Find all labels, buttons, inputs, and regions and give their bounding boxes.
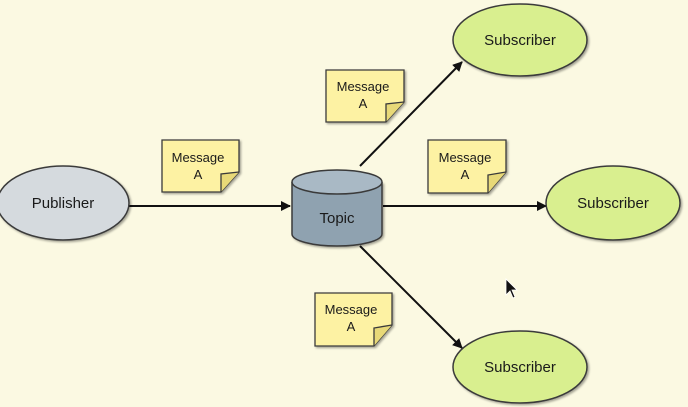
subscriber-label: Subscriber [577,195,649,212]
subscriber-node-top: Subscriber [452,3,588,77]
message-label-line1: Message [337,79,390,94]
message-label-line1: Message [439,150,492,165]
publisher-label: Publisher [32,195,95,212]
subscriber-node-middle: Subscriber [545,165,681,241]
message-label-line1: Message [325,302,378,317]
arrow-topic-to-subscriber-top [359,61,463,167]
publisher-node: Publisher [0,165,130,241]
arrow-topic-to-subscriber-bottom [359,245,463,349]
topic-node: Topic [291,169,383,247]
mouse-cursor-icon [505,278,518,299]
subscriber-node-bottom: Subscriber [452,330,588,404]
message-label-line2: A [461,167,470,182]
message-note-topic-bottom: Message A [314,292,393,347]
message-note-topic-middle: Message A [427,139,507,194]
topic-label: Topic [319,210,355,227]
subscriber-label: Subscriber [484,32,556,49]
message-label-line2: A [347,319,356,334]
message-label-line2: A [359,96,368,111]
message-note-publisher-topic: Message A [161,139,240,193]
subscriber-label: Subscriber [484,359,556,376]
message-label-line1: Message [172,150,225,165]
message-label-line2: A [194,167,203,182]
message-note-topic-top: Message A [325,69,405,123]
